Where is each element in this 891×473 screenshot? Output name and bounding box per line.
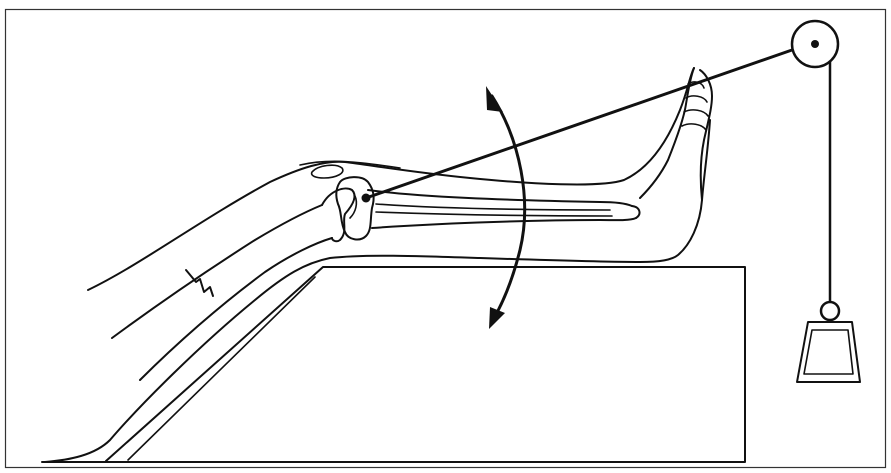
support-block <box>42 267 745 462</box>
figure-border <box>6 10 886 468</box>
femur <box>112 189 354 380</box>
motion-arrow-icon <box>486 86 525 329</box>
pin-icon <box>362 194 371 203</box>
pulley-icon <box>792 21 838 67</box>
traction-cord <box>362 42 831 302</box>
tibia-fibula <box>336 177 639 239</box>
foot <box>640 68 712 200</box>
leg-outline <box>45 68 710 462</box>
weight-icon <box>797 302 860 382</box>
